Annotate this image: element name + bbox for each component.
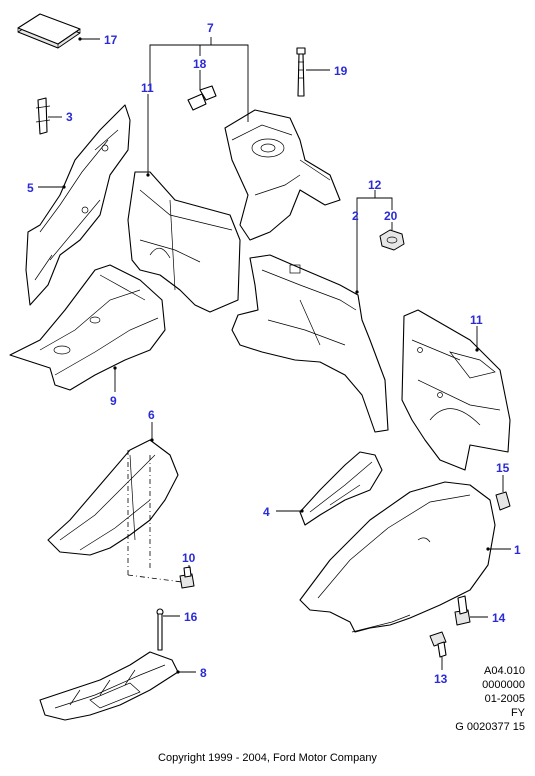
part-11-left-panel[interactable]	[127, 171, 241, 313]
callout-12: 12	[368, 178, 382, 192]
callout-8: 8	[200, 666, 207, 680]
reference-code-1: A04.010	[484, 665, 525, 677]
callout-4: 4	[263, 505, 270, 519]
callout-16: 16	[184, 610, 198, 624]
part-10-screw[interactable]	[179, 566, 195, 589]
part-17-pad[interactable]	[17, 13, 81, 49]
callout-11-right: 11	[470, 313, 483, 327]
part-9-floor-pan[interactable]	[9, 264, 166, 391]
part-6-arch-liner[interactable]	[47, 439, 179, 575]
part-2-inner-apron[interactable]	[231, 254, 389, 433]
callout-13: 13	[434, 672, 448, 686]
callout-6: 6	[148, 408, 155, 422]
part-13-bolt[interactable]	[429, 631, 447, 658]
callout-9: 9	[110, 394, 117, 408]
part-3-bracket[interactable]	[35, 97, 51, 135]
part-8-underbody-shield[interactable]	[39, 651, 179, 721]
part-5-side-panel[interactable]	[25, 104, 131, 306]
part-16-pin[interactable]	[156, 608, 164, 651]
part-15-clip[interactable]	[495, 491, 511, 511]
callout-10: 10	[182, 551, 196, 565]
part-14-bolt[interactable]	[454, 595, 471, 626]
callout-17: 17	[104, 33, 118, 47]
part-19-bolt[interactable]	[296, 47, 306, 97]
part-7-shock-tower[interactable]	[224, 109, 341, 241]
copyright-footer: Copyright 1999 - 2004, Ford Motor Compan…	[158, 752, 377, 764]
callout-18: 18	[193, 57, 207, 71]
callout-14: 14	[492, 611, 506, 625]
part-11-right-panel[interactable]	[401, 309, 511, 471]
callout-19: 19	[334, 64, 348, 78]
reference-model: FY	[510, 707, 525, 719]
part-18-stud[interactable]	[187, 85, 217, 111]
part-4-bracket[interactable]	[299, 451, 383, 526]
callout-15: 15	[496, 461, 510, 475]
reference-code-2: 0000000	[482, 679, 525, 691]
callout-11-left: 11	[141, 81, 154, 95]
part-20-nut[interactable]	[379, 229, 405, 251]
reference-date: 01-2005	[484, 693, 525, 705]
part-1-fender[interactable]	[299, 481, 496, 633]
reference-drawing-number: G 0020377 15	[455, 721, 525, 733]
callout-20: 20	[384, 209, 398, 223]
callout-5: 5	[27, 181, 34, 195]
callout-7: 7	[207, 21, 214, 35]
callout-2: 2	[352, 209, 359, 223]
callout-3: 3	[66, 110, 73, 124]
callout-1: 1	[514, 543, 521, 557]
